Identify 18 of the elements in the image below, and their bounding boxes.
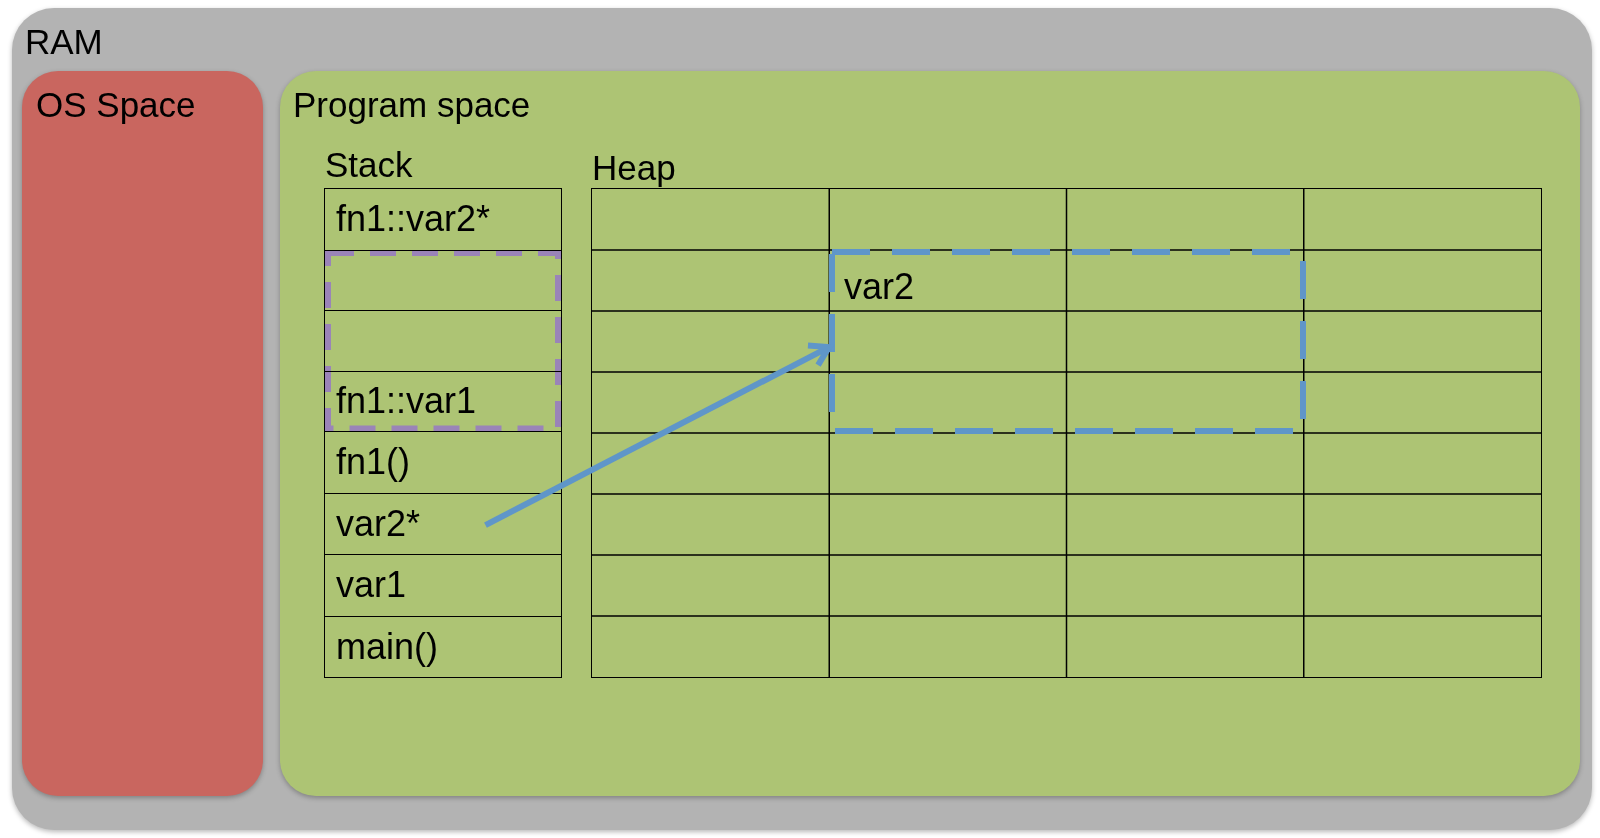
variable-label: fn1() xyxy=(336,441,411,484)
variable-label: var1 xyxy=(336,564,407,607)
column-heading: Heap xyxy=(592,148,676,188)
ram-panel xyxy=(12,8,1592,830)
variable-label: var2 xyxy=(844,266,915,308)
dashed-frame xyxy=(829,249,1306,434)
region-heading: OS Space xyxy=(36,85,196,125)
region-heading: Program space xyxy=(293,85,531,125)
variable-label: fn1::var1 xyxy=(336,380,477,423)
region-heading: RAM xyxy=(25,22,103,62)
program-region xyxy=(280,71,1580,796)
dashed-frame xyxy=(325,249,561,431)
column-heading: Stack xyxy=(325,145,413,185)
variable-label: fn1::var2* xyxy=(336,198,491,241)
arrow xyxy=(484,342,832,528)
variable-label: main() xyxy=(336,625,438,668)
os-region xyxy=(22,71,263,796)
variable-label: var2* xyxy=(336,502,421,545)
